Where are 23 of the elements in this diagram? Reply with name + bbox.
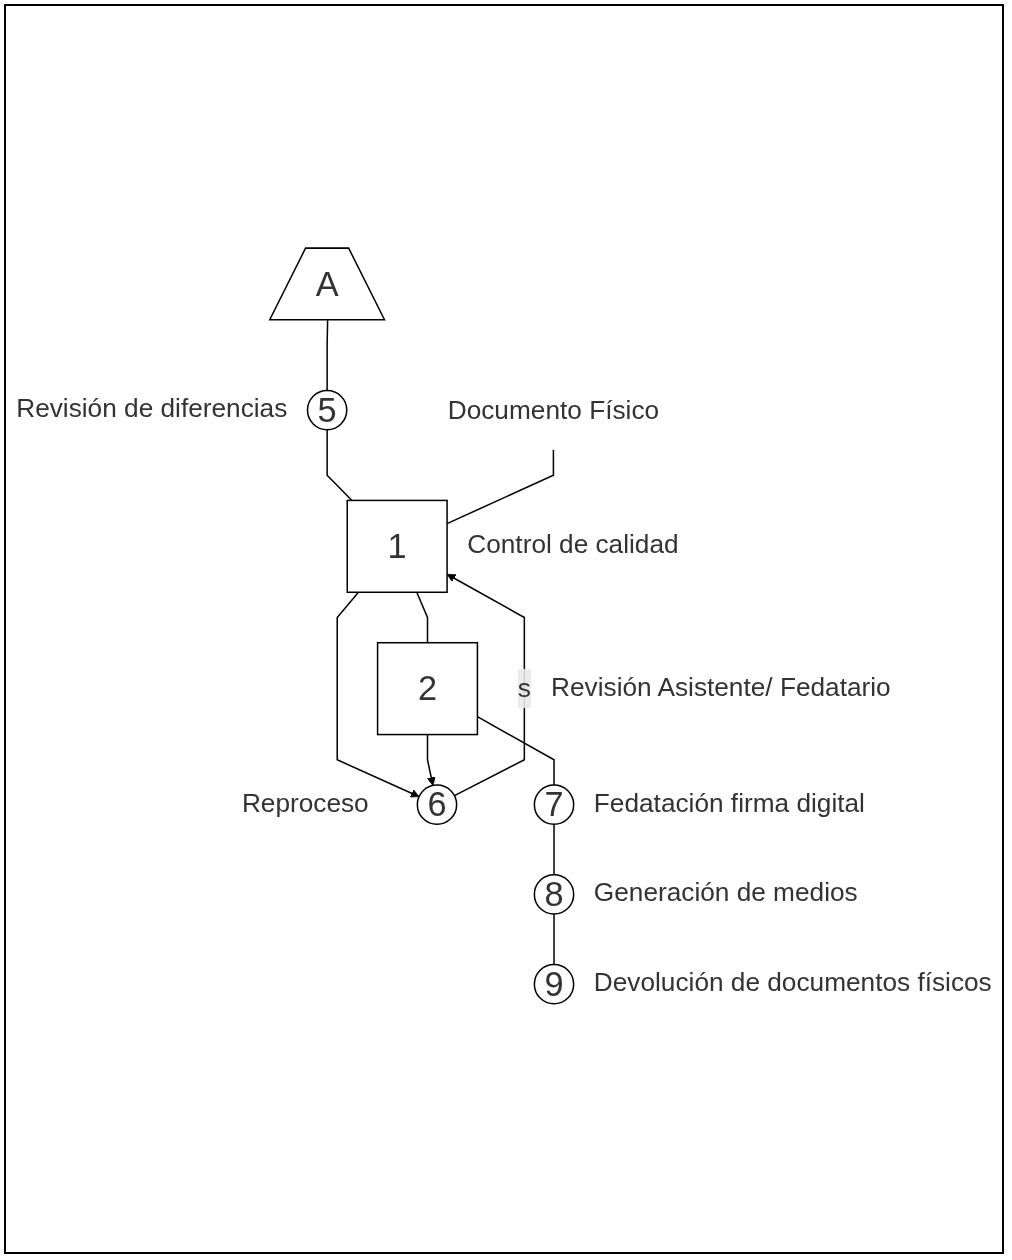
arrow [426, 733, 436, 786]
node-circle: 9 [533, 963, 575, 1005]
node-circle: 5 [306, 389, 348, 431]
node-circle: 6 [416, 784, 458, 826]
connector [553, 913, 555, 966]
step-description: Revisión de diferencias [16, 393, 288, 423]
step-description: Fedatación firma digital [593, 787, 865, 818]
step-description: Control de calidad [467, 529, 679, 560]
connector [416, 591, 429, 644]
step-description: Devolución de documentos físicos [593, 967, 992, 998]
connector [326, 319, 329, 392]
arrow [336, 591, 420, 798]
step-description: Revisión Asistente/ Fedatario [551, 671, 891, 702]
connector [553, 823, 555, 876]
node-box: 1 [346, 499, 448, 593]
connector [326, 429, 353, 502]
step-description: Reproceso [241, 787, 369, 818]
edge-label: s [517, 673, 531, 704]
node-circle: 8 [533, 874, 575, 915]
node-box: 2 [376, 641, 479, 736]
node-circle: 7 [533, 784, 575, 826]
step-description: Generación de medios [593, 877, 858, 908]
node-text: Documento Físico [447, 394, 660, 425]
